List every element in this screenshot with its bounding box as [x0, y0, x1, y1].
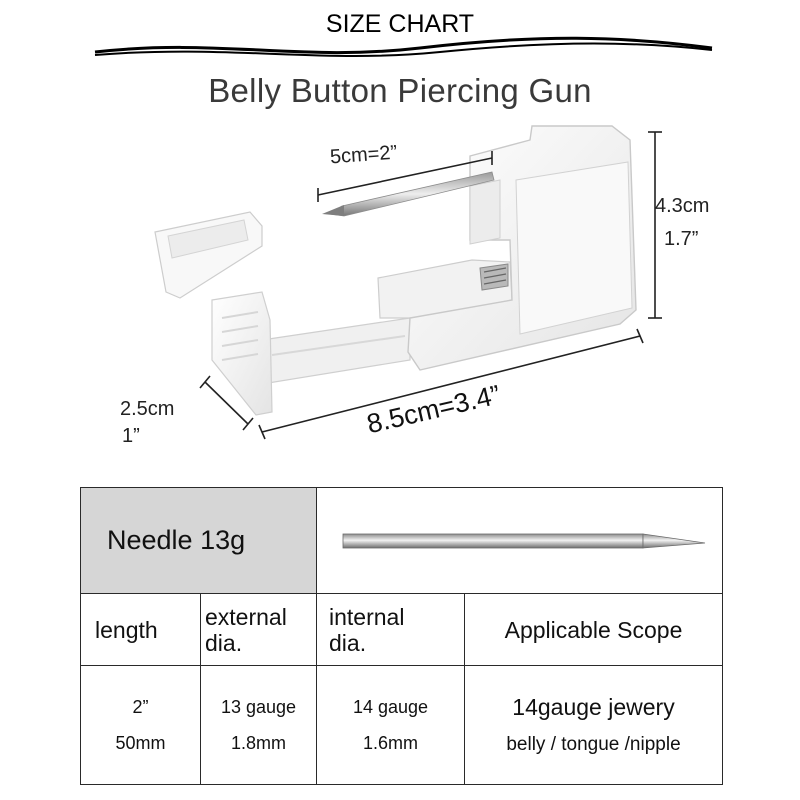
- value-applicable-scope: 14gauge jewery belly / tongue /nipple: [464, 665, 723, 785]
- header-length-text: length: [95, 616, 158, 643]
- wave-divider: [94, 36, 713, 57]
- header-length: length: [80, 593, 201, 666]
- length-mm: 50mm: [115, 733, 166, 753]
- spec-table: Needle 13g length external dia.: [80, 487, 723, 785]
- value-length: 2” 50mm: [80, 665, 201, 785]
- header-external-dia: external dia.: [200, 593, 317, 666]
- header-applicable-scope: Applicable Scope: [464, 593, 723, 666]
- needle-icon: [342, 533, 706, 548]
- value-internal-dia: 14 gauge 1.6mm: [316, 665, 465, 785]
- external-mm: 1.8mm: [230, 733, 286, 753]
- needle-label: Needle 13g: [107, 525, 246, 555]
- header-internal-line2: dia.: [329, 629, 367, 656]
- header-external-line1: external: [205, 603, 287, 630]
- needle-label-cell: Needle 13g: [80, 487, 317, 594]
- needle-image-cell: [316, 487, 723, 594]
- header-external-line2: dia.: [205, 629, 243, 656]
- scope-line1: 14gauge jewery: [512, 694, 675, 720]
- external-gauge: 13 gauge: [220, 697, 297, 717]
- scope-line2: belly / tongue /nipple: [506, 734, 681, 755]
- value-external-dia: 13 gauge 1.8mm: [200, 665, 317, 785]
- width-cm-label: 2.5cm: [120, 398, 175, 420]
- piercing-gun-illustration: [154, 125, 662, 440]
- internal-gauge: 14 gauge: [352, 697, 429, 717]
- needle-length-label: 5cm=2”: [329, 141, 398, 169]
- length-in: 2”: [132, 697, 149, 717]
- size-chart-title: SIZE CHART: [325, 10, 475, 38]
- header-internal-dia: internal dia.: [316, 593, 465, 666]
- header-internal-line1: internal: [329, 603, 405, 630]
- internal-mm: 1.6mm: [362, 733, 418, 753]
- width-in-label: 1”: [122, 425, 140, 447]
- product-title: Belly Button Piercing Gun: [208, 72, 592, 109]
- height-in-label: 1.7”: [664, 228, 699, 250]
- header-scope-text: Applicable Scope: [504, 616, 683, 643]
- height-cm-label: 4.3cm: [655, 195, 710, 217]
